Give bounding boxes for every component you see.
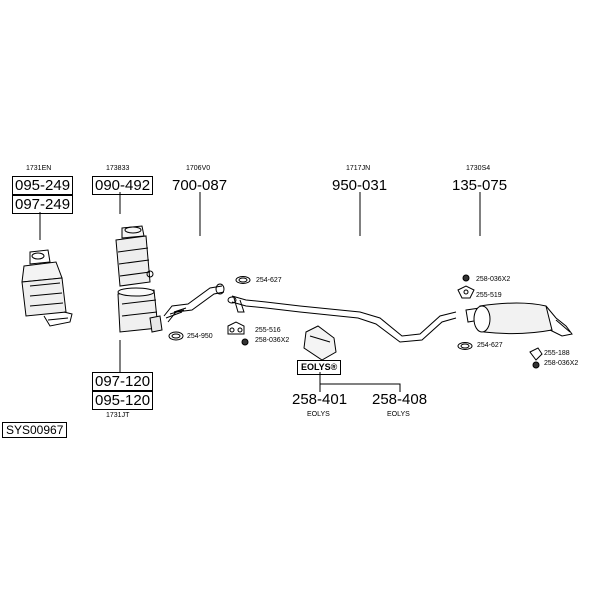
leader-eolys [319, 372, 401, 392]
part-090-492: 090-492 [92, 176, 154, 195]
hanger-255-188-drawing [529, 347, 543, 361]
part-097-120: 097-120 [92, 372, 154, 391]
label-258-036x2-c: 258-036X2 [544, 360, 579, 367]
ref-1731en: 1731EN [26, 165, 52, 172]
label-255-516: 255-516 [255, 327, 281, 334]
catalyst-1731en-drawing [21, 249, 73, 327]
part-095-120: 095-120 [92, 391, 154, 410]
label-eolys-a: EOLYS [307, 411, 330, 418]
label-eolys-b: EOLYS [387, 411, 410, 418]
intermediate-pipe-drawing [231, 295, 457, 343]
rear-silencer-drawing [465, 302, 573, 337]
eolys-badge: EOLYS® [297, 360, 342, 375]
part-700-087: 700-087 [172, 177, 228, 194]
diagram-id: SYS00967 [2, 422, 68, 438]
label-254-627-a: 254-627 [256, 277, 282, 284]
label-255-188: 255-188 [544, 350, 570, 357]
nut-258-036x2-b-drawing [462, 274, 470, 282]
part-258-408: 258-408 [372, 391, 428, 408]
nut-258-036x2-c-drawing [532, 361, 540, 369]
label-254-950: 254-950 [187, 333, 213, 340]
gasket-center-drawing [227, 296, 237, 304]
ref-1731jt: 1731JT [106, 412, 130, 419]
label-255-519: 255-519 [476, 292, 502, 299]
part-258-401: 258-401 [292, 391, 348, 408]
label-254-627-b: 254-627 [477, 342, 503, 349]
converter-173833-drawing [115, 225, 154, 287]
ref-173833: 173833 [106, 165, 130, 172]
converter-lower-drawing [117, 287, 163, 333]
part-950-031: 950-031 [332, 177, 388, 194]
label-258-036x2-b: 258-036X2 [476, 276, 511, 283]
part-095-249: 095-249 [12, 176, 74, 195]
clamp-254-627-b-drawing [457, 342, 473, 350]
part-097-249: 097-249 [12, 195, 74, 214]
hanger-255-519-drawing [457, 285, 475, 299]
eolys-reservoir-drawing [303, 325, 337, 361]
ref-1706v0: 1706V0 [186, 165, 211, 172]
ref-1730s4: 1730S4 [466, 165, 491, 172]
ref-1717jn: 1717JN [346, 165, 371, 172]
part-135-075: 135-075 [452, 177, 508, 194]
bracket-255-516-drawing [227, 321, 245, 335]
flex-pipe-drawing [163, 283, 225, 323]
clamp-254-627-a-drawing [235, 276, 251, 284]
nut-258-036x2-a-drawing [241, 338, 249, 346]
clamp-254-950-drawing [168, 331, 184, 341]
label-258-036x2-a: 258-036X2 [255, 337, 290, 344]
